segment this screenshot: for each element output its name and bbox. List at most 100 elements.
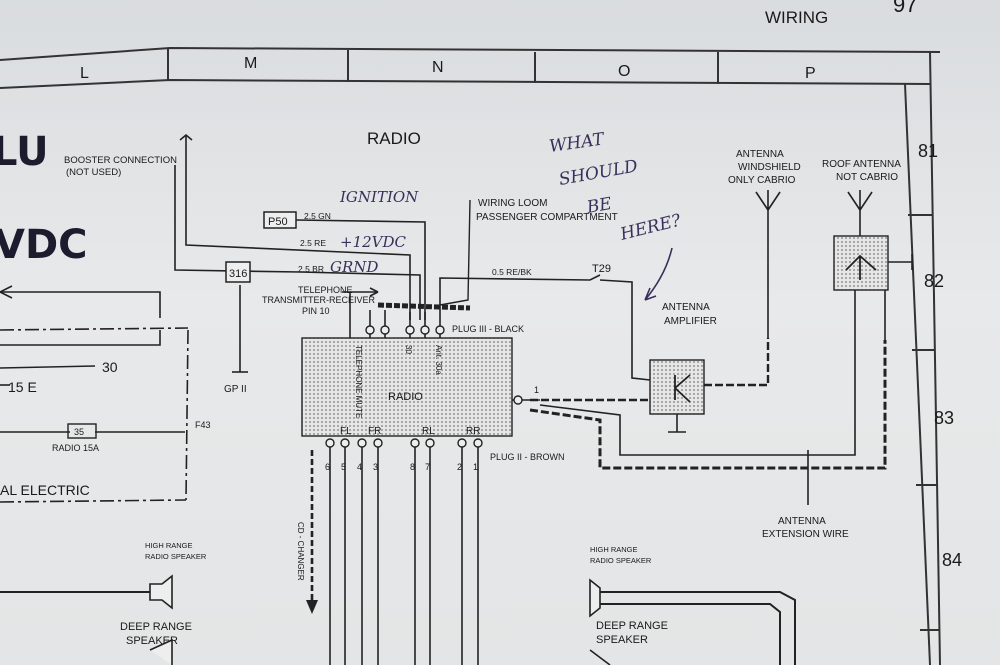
- radio-unit: [301, 337, 513, 437]
- passenger-compartment-label: PASSENGER COMPARTMENT: [476, 212, 618, 223]
- transmitter-label: TRANSMITTER-RECEIVER: [262, 295, 376, 305]
- svg-text:5: 5: [341, 462, 346, 472]
- t29-label: T29: [592, 263, 611, 275]
- cd-changer-label: CD - CHANGER: [296, 522, 305, 581]
- column-label-m: M: [244, 55, 257, 72]
- pin-10-label: PIN 10: [302, 306, 330, 316]
- fl-label: FL: [340, 426, 352, 437]
- grid-frame: [0, 46, 941, 665]
- row-label-81: 81: [918, 141, 938, 161]
- connector-316-box: [225, 261, 251, 283]
- page-header-title: WIRING: [765, 8, 828, 27]
- fr-label: FR: [368, 426, 381, 437]
- wiring-loom-bundle: [377, 302, 471, 311]
- roof-antenna-symbol-icon: [845, 254, 877, 280]
- extension-wire-label: EXTENSION WIRE: [762, 529, 849, 540]
- speaker-wires: [329, 447, 479, 665]
- handwriting-ignition: IGNITION: [339, 188, 419, 206]
- handwriting-here: HERE?: [617, 210, 683, 245]
- wire-br-label: 2.5 BR: [298, 264, 324, 274]
- roof-antenna-icon: [847, 190, 873, 211]
- fuse-box: [67, 423, 97, 439]
- column-label-l: L: [80, 65, 89, 82]
- handwriting-voltage: +12VDC: [340, 233, 407, 251]
- left-tweeter-icon: [149, 574, 173, 610]
- amplifier-label: AMPLIFIER: [664, 316, 717, 327]
- left-section-wires: [0, 133, 421, 503]
- svg-text:2: 2: [457, 462, 462, 472]
- telephone-arrow-icon: [369, 287, 379, 297]
- radio-fuse-label: RADIO 15A: [52, 443, 99, 453]
- svg-text:4: 4: [357, 462, 362, 472]
- svg-text:7: 7: [425, 462, 430, 472]
- ant-30a-label: Ant. 30a: [434, 345, 443, 375]
- cd-changer-arrow-icon: [306, 600, 318, 614]
- antenna-windshield-label-2: WINDSHIELD: [738, 162, 801, 173]
- antenna-windshield-label-3: ONLY CABRIO: [728, 175, 796, 186]
- roof-antenna-label: ROOF ANTENNA: [822, 159, 901, 170]
- fuse-label: 35: [74, 427, 84, 437]
- booster-connection-label: BOOSTER CONNECTION: [64, 155, 177, 166]
- ground-point-label: GP II: [224, 384, 247, 395]
- svg-text:1: 1: [473, 462, 478, 472]
- svg-text:3: 3: [373, 462, 378, 472]
- column-label-n: N: [432, 59, 444, 76]
- right-deep-range-label-2: SPEAKER: [596, 634, 648, 646]
- handwriting-left-bottom: VDC: [0, 222, 88, 268]
- antenna-extension-label: ANTENNA: [778, 516, 826, 527]
- handwriting-arrow-icon: [644, 247, 673, 301]
- plug-iii-label: PLUG III - BLACK: [452, 324, 524, 334]
- row-label-83: 83: [934, 408, 954, 428]
- booster-not-used-label: (NOT USED): [66, 167, 121, 178]
- right-high-range-label-2: RADIO SPEAKER: [590, 556, 652, 565]
- column-label-p: P: [805, 65, 816, 82]
- p50-label: P50: [268, 216, 288, 228]
- terminal-15e-label: 15 E: [8, 379, 37, 395]
- page-number: 97: [893, 0, 917, 17]
- coax-to-roof-antenna: [529, 340, 887, 470]
- right-tweeter-icon: [589, 578, 601, 618]
- left-woofer-icon: [149, 638, 173, 665]
- row-label-84: 84: [942, 550, 962, 570]
- coax-windshield-antenna: [704, 338, 770, 387]
- amplifier-ground-icon: [668, 414, 686, 433]
- handwriting-ground: GRND: [330, 258, 378, 276]
- windshield-antenna-icon: [755, 190, 781, 211]
- connector-316-label: 316: [229, 268, 247, 280]
- row-label-82: 82: [924, 271, 944, 291]
- wiring-loom-label: WIRING LOOM: [478, 198, 547, 209]
- rl-label: RL: [422, 426, 435, 437]
- left-deep-range-label-1: DEEP RANGE: [120, 621, 192, 633]
- wiring-loom-pointer: [439, 199, 471, 306]
- wire-re-label: 2.5 RE: [300, 238, 326, 248]
- wire-p50: [295, 219, 426, 320]
- left-high-range-label-1: HIGH RANGE: [145, 541, 193, 550]
- transistor-icon: [674, 374, 691, 403]
- svg-text:8: 8: [410, 462, 415, 472]
- terminal-30-label: 30: [102, 359, 118, 375]
- handwriting-should: SHOULD: [557, 156, 639, 190]
- central-electric-label: AL ELECTRIC: [0, 482, 90, 498]
- wire-re-bk-label: 0.5 RE/BK: [492, 267, 532, 277]
- plug-ii-pins: [325, 438, 483, 448]
- svg-text:6: 6: [325, 462, 330, 472]
- plug-iii-pins: [365, 325, 445, 335]
- handwriting-left-top: LU: [0, 129, 49, 175]
- roof-antenna-ground-icon: [888, 254, 913, 270]
- radio-section-title: RADIO: [367, 129, 421, 148]
- radio-unit-label: RADIO: [388, 391, 423, 403]
- rr-label: RR: [466, 426, 480, 437]
- f43-label: F43: [195, 420, 211, 430]
- pin-numbers: 6 5 4 3 8 7 2 1: [325, 462, 478, 472]
- right-woofer-icon: [589, 649, 611, 665]
- wire-gn-label: 2.5 GN: [304, 211, 331, 221]
- handwriting-what: WHAT: [548, 129, 607, 157]
- wire-amplifier-power: [599, 279, 651, 381]
- right-tweeter-wires: [600, 591, 796, 665]
- handwriting-be: BE: [584, 194, 614, 218]
- left-arrow-icon: [0, 285, 13, 299]
- roof-antenna-module: [833, 235, 889, 291]
- left-high-range-label-2: RADIO SPEAKER: [145, 552, 207, 561]
- wire-to-roof-antenna: [539, 340, 856, 456]
